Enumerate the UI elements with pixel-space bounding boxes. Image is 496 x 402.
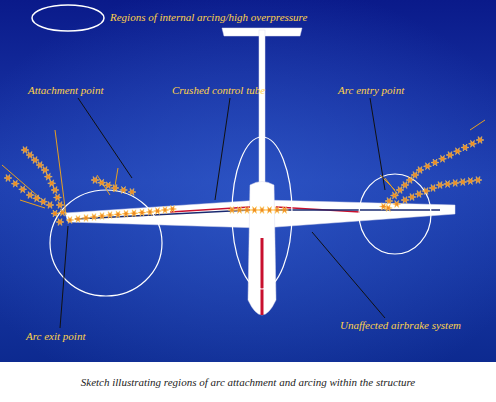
callout-label: Arc exit point — [26, 330, 85, 342]
arc-star — [391, 192, 399, 199]
arc-star — [59, 209, 67, 216]
arc-star — [66, 217, 74, 224]
arc-star — [114, 211, 122, 218]
arc-star — [82, 215, 90, 222]
arc-star — [11, 180, 19, 187]
arc-star — [128, 189, 136, 196]
arc-star — [436, 182, 444, 189]
arc-star — [466, 178, 474, 185]
arc-star — [26, 192, 34, 199]
figure-caption: Sketch illustrating regions of arc attac… — [81, 376, 415, 388]
arc-star — [120, 187, 128, 194]
arc-star — [385, 198, 393, 205]
arc-star — [36, 162, 44, 169]
leader-lines — [60, 98, 385, 328]
arc-star — [33, 195, 41, 202]
arc-star — [401, 197, 409, 204]
arc-star — [431, 159, 439, 166]
arc-star — [111, 185, 119, 192]
arc-star — [406, 177, 414, 184]
arc-star — [429, 185, 437, 192]
arc-star — [138, 209, 146, 216]
control-tube — [75, 210, 440, 219]
arc-star — [461, 144, 469, 151]
arc-star — [154, 208, 162, 215]
canopy-line — [261, 238, 264, 315]
arc-star — [281, 207, 289, 214]
background-panel — [0, 0, 496, 362]
arc-star — [46, 202, 54, 209]
arc-star — [51, 187, 59, 194]
arc-star — [401, 182, 409, 189]
arc-star — [41, 167, 49, 174]
arc-star — [384, 205, 392, 212]
callout-label: Unaffected airbrake system — [340, 319, 461, 331]
arc-star — [380, 203, 388, 210]
arc-star — [396, 187, 404, 194]
arc-star — [51, 210, 59, 217]
arc-star — [44, 173, 52, 180]
arc-star — [56, 202, 64, 209]
arc-star — [106, 212, 114, 219]
callout-label: Attachment point — [28, 84, 103, 96]
arc-star — [424, 163, 432, 170]
arc-star — [451, 180, 459, 187]
arc-star — [98, 213, 106, 220]
arc-star — [21, 147, 29, 154]
lightning-branches — [2, 120, 485, 215]
arc-star — [4, 175, 12, 182]
arc-star — [476, 137, 484, 144]
arc-star — [416, 167, 424, 174]
arc-star — [446, 152, 454, 159]
arc-star — [130, 210, 138, 217]
arc-star — [408, 194, 416, 201]
callout-label: Arc entry point — [338, 84, 404, 96]
arc-star — [90, 214, 98, 221]
arc-star — [56, 219, 64, 226]
arc-star — [74, 216, 82, 223]
glider — [65, 28, 455, 315]
arc-star — [122, 210, 130, 217]
arc-star — [169, 206, 177, 213]
arc-star — [31, 157, 39, 164]
arc-star — [26, 152, 34, 159]
arcing-regions — [50, 137, 431, 296]
legend-ellipse — [32, 5, 104, 31]
arc-star — [422, 188, 430, 195]
arc-star — [415, 191, 423, 198]
arc-star — [411, 172, 419, 179]
background-glow — [0, 0, 496, 362]
arc-star — [19, 186, 27, 193]
arc-symbols — [4, 137, 484, 226]
arc-star — [474, 177, 482, 184]
arc-star — [161, 207, 169, 214]
arc-star — [439, 155, 447, 162]
arc-star — [454, 148, 462, 155]
arc-star — [393, 201, 401, 208]
arc-star — [459, 179, 467, 186]
arc-star — [444, 181, 452, 188]
arc-star — [146, 209, 154, 216]
arc-star — [48, 180, 56, 187]
arc-star — [469, 140, 477, 147]
arc-star — [39, 198, 47, 205]
legend-text: Regions of internal arcing/high overpres… — [110, 11, 307, 23]
callout-label: Crushed control tube — [172, 84, 265, 96]
arc-star — [54, 194, 62, 201]
